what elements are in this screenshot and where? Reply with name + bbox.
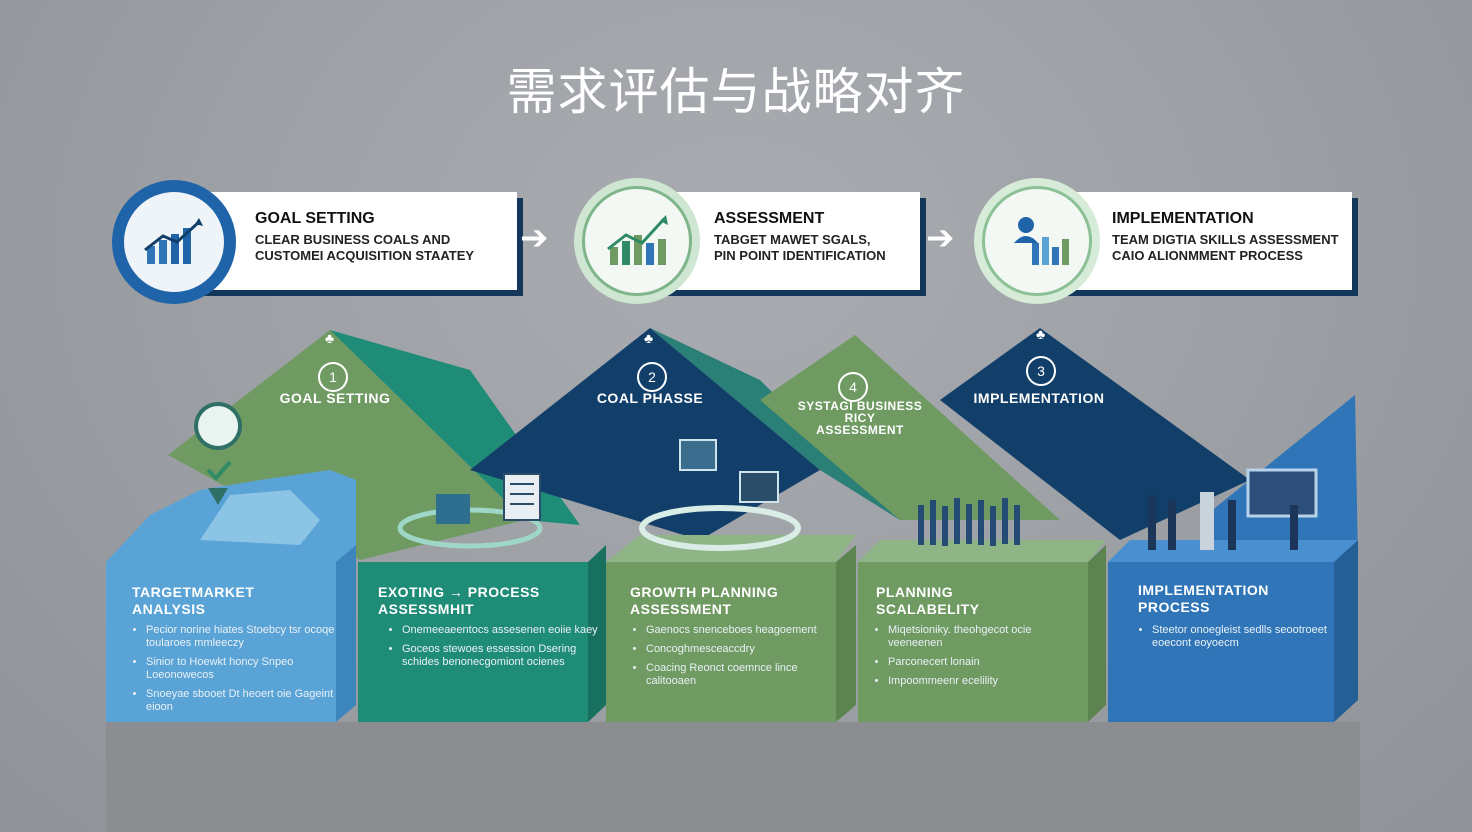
block-shape-2 bbox=[358, 562, 588, 722]
phase-number: 4 bbox=[838, 372, 868, 402]
list-item: Impoommeenr ecelility bbox=[888, 675, 1088, 688]
block-title: PLANNING SCALABELITY bbox=[876, 584, 980, 617]
ribbon-navy-2 bbox=[940, 328, 1250, 540]
arrow-right-icon: ➔ bbox=[520, 219, 549, 257]
ring-platform-3 bbox=[639, 505, 801, 551]
block-title: TARGETMARKET ANALYSIS bbox=[132, 584, 255, 617]
bar-chart-growth-icon bbox=[112, 180, 236, 304]
block-list: Miqetsioniky. theohgecot ocie veeneenen … bbox=[874, 624, 1088, 694]
block-side-5 bbox=[1334, 540, 1358, 722]
block-list: Onemeeaeentocs assesenen eoiie kaey Goce… bbox=[388, 624, 602, 675]
list-item: Parconecert lonain bbox=[888, 656, 1088, 669]
ribbon-green-2 bbox=[650, 328, 900, 520]
people-group-icon bbox=[918, 498, 1020, 546]
list-item: Snoeyae sbooet Dt heoert oie Gageint eio… bbox=[146, 688, 346, 714]
block-side-3 bbox=[836, 545, 856, 722]
block-shape-1 bbox=[106, 562, 336, 722]
phase-label: SYSTAGI BUSINESS RICY ASSESSMENT bbox=[797, 399, 923, 437]
list-item: Onemeeaeentocs assesenen eoiie kaey bbox=[402, 624, 602, 637]
block-implementation-process: IMPLEMENTATION PROCESS Steetor onoegleis… bbox=[1108, 562, 1334, 722]
line-chart-up-icon bbox=[574, 178, 700, 304]
step-heading: IMPLEMENTATION bbox=[1112, 210, 1254, 227]
block-list: Steetor onoegleist sedlls seootroeet eoe… bbox=[1138, 624, 1352, 656]
list-item: Coacing Reonct coemnce lince calitooaen bbox=[646, 662, 846, 688]
list-item: Steetor onoegleist sedlls seootroeet eoe… bbox=[1152, 624, 1352, 650]
phase-label: IMPLEMENTATION bbox=[973, 390, 1105, 406]
block-list: Gaenocs snenceboes heagoement Concoghmes… bbox=[632, 624, 846, 694]
block-planning-scalability: PLANNING SCALABELITY Miqetsioniky. theoh… bbox=[858, 562, 1088, 722]
list-item: Pecior norine hiates Stoebcy tsr ocoqe t… bbox=[146, 624, 346, 650]
block-list: Pecior norine hiates Stoebcy tsr ocoqe t… bbox=[132, 624, 346, 720]
list-item: Gaenocs snenceboes heagoement bbox=[646, 624, 846, 637]
block-title: EXOTING → PROCESS ASSESSMHIT bbox=[378, 584, 540, 617]
list-item: Sinior to Hoewkt honcy Snpeo Loeonowecos bbox=[146, 656, 346, 682]
block-growth-planning: GROWTH PLANNING ASSESSMENT Gaenocs snenc… bbox=[606, 562, 836, 722]
step-heading: GOAL SETTING bbox=[255, 210, 375, 227]
step-card-goal-setting: GOAL SETTING CLEAR BUSINESS COALS AND CU… bbox=[195, 192, 517, 290]
location-pin-icon bbox=[194, 402, 243, 450]
document-icon bbox=[503, 473, 541, 521]
block-target-market: TARGETMARKET ANALYSIS Pecior norine hiat… bbox=[106, 562, 336, 722]
step-line: CAIO ALIONMMENT PROCESS bbox=[1112, 248, 1303, 263]
list-item: Goceos stewoes essession Dsering schides… bbox=[402, 643, 602, 669]
block-side-4 bbox=[1088, 545, 1106, 722]
floor bbox=[106, 722, 1360, 832]
phase-label: GOAL SETTING bbox=[279, 390, 391, 406]
arrow-right-icon: ➔ bbox=[926, 219, 955, 257]
ribbon-green-3 bbox=[760, 335, 1060, 520]
mound-shade bbox=[200, 490, 320, 545]
screen-icon bbox=[679, 439, 717, 471]
list-item: Concoghmesceaccdry bbox=[646, 643, 846, 656]
cup-icon bbox=[436, 494, 470, 524]
block-title: IMPLEMENTATION PROCESS bbox=[1138, 582, 1269, 615]
leaf-icon: ♣ bbox=[1036, 326, 1046, 342]
phase-number: 2 bbox=[637, 362, 667, 392]
block-side-2 bbox=[588, 545, 606, 722]
block-side-1 bbox=[336, 545, 356, 722]
meeting-people-icon bbox=[1148, 492, 1298, 550]
monitor-icon bbox=[739, 471, 779, 503]
step-line: PIN POINT IDENTIFICATION bbox=[714, 248, 886, 263]
block-top-4 bbox=[858, 540, 1106, 562]
step-line: CLEAR BUSINESS COALS AND bbox=[255, 232, 451, 247]
list-item: Miqetsioniky. theohgecot ocie veeneenen bbox=[888, 624, 1088, 650]
block-process-assessment: EXOTING → PROCESS ASSESSMHIT Onemeeaeent… bbox=[358, 562, 598, 722]
step-line: TABGET MAWET SGALS, bbox=[714, 232, 871, 247]
block-shape-5 bbox=[1108, 562, 1334, 722]
step-line: TEAM DIGTIA SKILLS ASSESSMENT bbox=[1112, 232, 1339, 247]
page-title: 需求评估与战略对齐 bbox=[506, 63, 966, 121]
step-heading: ASSESSMENT bbox=[714, 210, 825, 227]
block-title: GROWTH PLANNING ASSESSMENT bbox=[630, 584, 779, 617]
team-chart-icon bbox=[974, 178, 1100, 304]
whiteboard-icon bbox=[1246, 468, 1318, 518]
phase-number: 3 bbox=[1026, 356, 1056, 386]
block-shape-4 bbox=[858, 562, 1088, 722]
leaf-icon: ♣ bbox=[325, 330, 335, 346]
phase-number: 1 bbox=[318, 362, 348, 392]
block-shape-3 bbox=[606, 562, 836, 722]
step-line: CUSTOMEI ACQUISITION STAATEY bbox=[255, 248, 475, 263]
phase-label: COAL PHASSE bbox=[596, 390, 704, 406]
leaf-icon: ♣ bbox=[644, 330, 654, 346]
ribbon-navy-1 bbox=[470, 328, 820, 540]
